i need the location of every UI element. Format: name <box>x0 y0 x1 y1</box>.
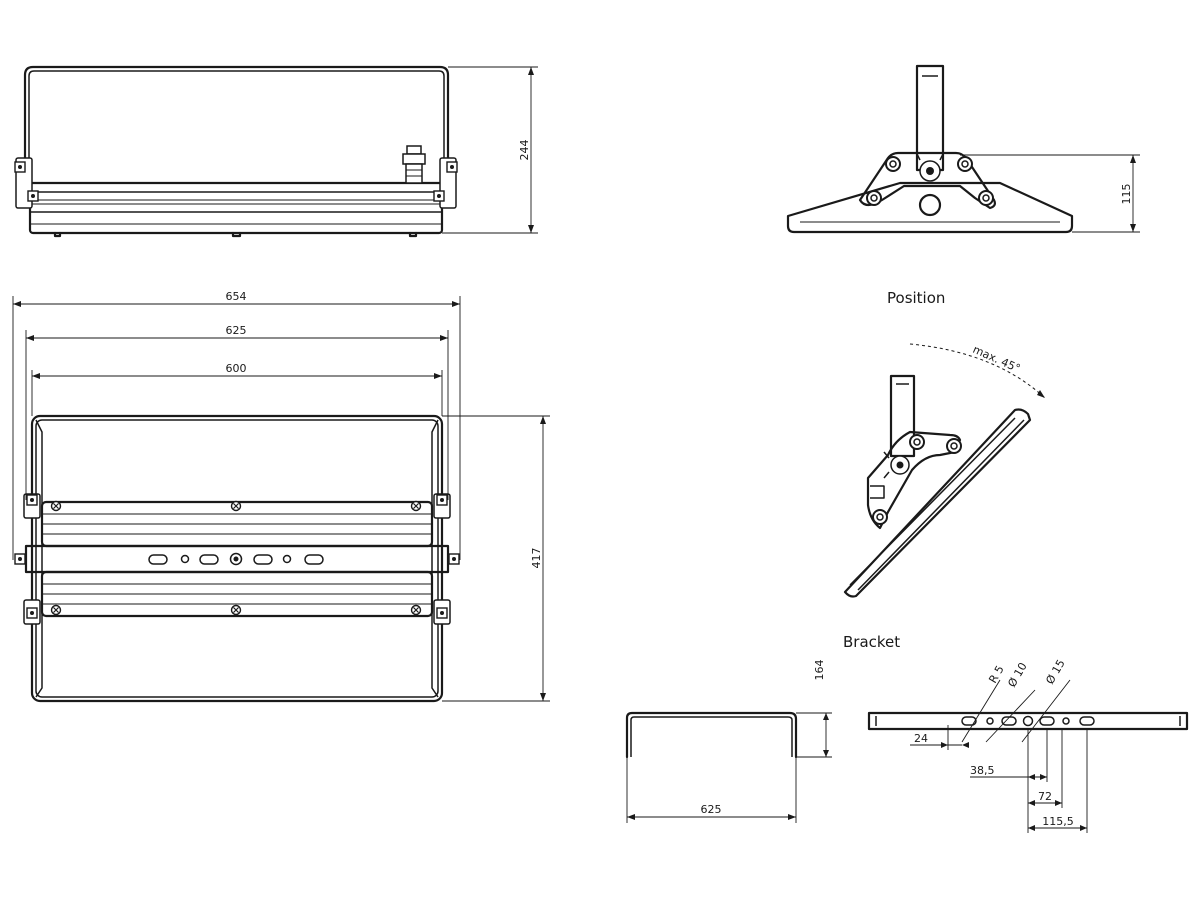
side-mount-post <box>915 64 945 172</box>
front-handle-arc <box>23 65 450 187</box>
cable-gland <box>402 145 426 184</box>
top-view: 654 625 600 417 <box>12 290 550 703</box>
dim-spacing-115-5: 115,5 <box>1042 815 1074 828</box>
hole-large-annotation: Ø 15 <box>1043 657 1067 686</box>
tilt-arc <box>909 343 1046 399</box>
side-view: 115 <box>786 64 1140 234</box>
tilted-housing <box>843 408 1032 598</box>
dim-offset-38-5: 38,5 <box>970 764 995 777</box>
dim-bracket-width: 625 <box>701 803 722 816</box>
dim-offset-24: 24 <box>914 732 928 745</box>
bracket-side-view: 164 625 <box>625 660 832 823</box>
dim-inner-width: 600 <box>226 362 247 375</box>
bracket-flat-bar <box>867 711 1189 731</box>
position-view: max. 45° <box>843 343 1046 598</box>
dim-front-height: 244 <box>518 140 531 161</box>
position-heading: Position <box>887 289 945 307</box>
side-housing <box>786 181 1074 234</box>
bracket-u-profile <box>625 711 798 759</box>
hole-small-annotation: Ø 10 <box>1005 660 1029 689</box>
tilt-annotation: max. 45° <box>971 343 1022 375</box>
bracket-heading: Bracket <box>843 633 900 651</box>
dim-bracket-height: 164 <box>813 660 826 681</box>
radius-annotation: R 5 <box>986 663 1006 685</box>
front-housing <box>28 181 444 235</box>
dim-body-width: 625 <box>226 324 247 337</box>
front-view: 244 <box>14 65 538 238</box>
top-bracket-bar <box>24 544 450 574</box>
dim-top-height: 417 <box>530 548 543 569</box>
dim-side-height: 115 <box>1120 184 1133 205</box>
dim-overall-width: 654 <box>226 290 247 303</box>
dim-spacing-72: 72 <box>1038 790 1052 803</box>
top-housing <box>30 414 444 703</box>
bracket-top-view: R 5 Ø 10 Ø 15 24 38,5 72 115,5 <box>867 657 1189 833</box>
